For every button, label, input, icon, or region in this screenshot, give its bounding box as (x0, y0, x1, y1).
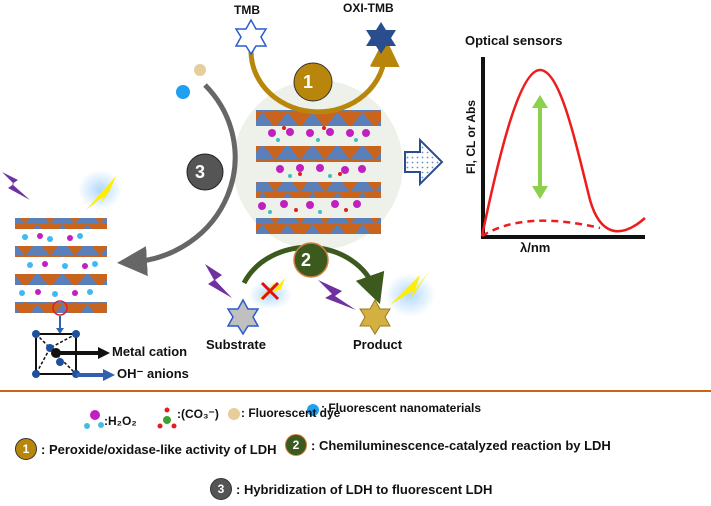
legend-item-2: 2 : Chemiluminescence-catalyzed reaction… (285, 434, 611, 456)
co3-molecule-icon (157, 407, 177, 429)
optical-sensor-plot (480, 57, 646, 239)
fluorescent-dye-icon (194, 64, 206, 76)
y-axis-label: Fl, CL or Abs (464, 100, 478, 175)
badge-3 (186, 153, 224, 191)
substrate-star-icon (226, 298, 260, 336)
badge-1-legend-icon: 1 (15, 438, 37, 460)
oh-anions-label: OH⁻ anions (117, 366, 189, 381)
fluorescent-ldh-structure (15, 218, 107, 316)
badge-3-label: 3 (195, 162, 206, 182)
nanomaterial-legend-icon (307, 404, 319, 416)
excitation-bolt-icon (205, 264, 232, 298)
oxi-tmb-star-icon (366, 22, 396, 54)
legend-item-2-text: : Chemiluminescence-catalyzed reaction b… (311, 437, 611, 453)
legend-item-3-text: : Hybridization of LDH to fluorescent LD… (236, 481, 493, 497)
badge-1-label: 1 (303, 72, 314, 92)
legend-co3: :(CO₃⁻) (177, 407, 219, 421)
plot-axes (481, 57, 645, 239)
blocked-x-icon (260, 281, 280, 301)
legend-h2o2: :H₂O₂ (104, 414, 137, 428)
oxi-tmb-label: OXI-TMB (343, 1, 394, 15)
substrate-label: Substrate (206, 337, 266, 352)
legend-item-3: 3 : Hybridization of LDH to fluorescent … (210, 478, 492, 500)
badge-2-legend-icon: 2 (285, 434, 307, 456)
excitation-bolt-icon (2, 172, 30, 200)
badge-3-legend-icon: 3 (210, 478, 232, 500)
nanomaterial-dot-icon (176, 85, 190, 99)
tmb-star-icon (234, 18, 268, 56)
ldh-central-structure (256, 110, 381, 234)
legend-dye: : Fluorescent dye (241, 406, 341, 420)
emission-bolt-icon (390, 270, 430, 305)
badge-2-label: 2 (301, 250, 312, 270)
metal-cation-label: Metal cation (112, 344, 188, 359)
legend-nano: : Fluorescent nanomaterials (321, 401, 482, 415)
h2o2-molecule-icon (84, 410, 104, 429)
signal-curve-low (481, 219, 601, 238)
emission-bolt-icon (86, 172, 122, 210)
legend-item-1: 1 : Peroxide/oxidase-like activity of LD… (15, 438, 277, 460)
block-arrow-icon (404, 137, 444, 187)
fluorescent-dye-legend-icon (228, 408, 240, 420)
pathway-3-arrow (117, 83, 238, 277)
tmb-label: TMB (234, 3, 260, 17)
x-axis-label: λ/nm (520, 240, 551, 255)
product-label: Product (353, 337, 403, 352)
optical-sensors-title: Optical sensors (465, 33, 563, 48)
product-star-icon (359, 298, 391, 335)
signal-curve-high (480, 68, 646, 237)
badge-1 (293, 62, 333, 102)
legend-item-1-text: : Peroxide/oxidase-like activity of LDH (41, 441, 277, 457)
pathway-1-arrow (248, 37, 400, 115)
excitation-bolt-icon (318, 280, 356, 310)
badge-2 (293, 242, 329, 278)
